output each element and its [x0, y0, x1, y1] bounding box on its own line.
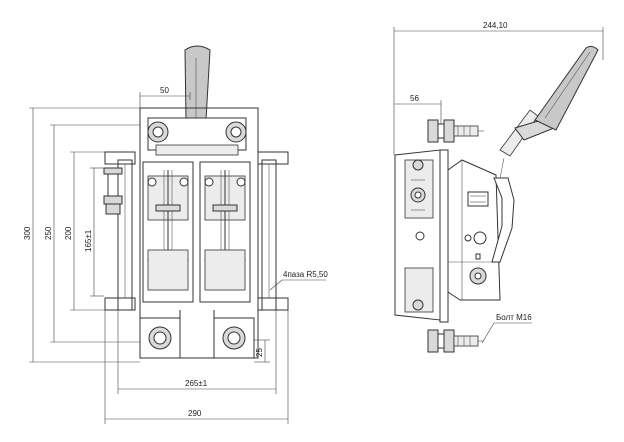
dim-label-265: 265±1: [185, 379, 208, 388]
dim-top-50: 50: [139, 86, 191, 108]
dim-label-290: 290: [188, 409, 202, 418]
side-top-bolt: [427, 119, 484, 143]
dim-width-290: 290: [104, 310, 289, 424]
dim-height-250: 250: [44, 124, 140, 343]
dim-height-200: 200: [64, 151, 105, 311]
front-left-bolt: [103, 167, 123, 215]
side-body: [394, 149, 449, 323]
front-base-plate: [139, 107, 259, 359]
dim-height-165: 165±1: [84, 167, 104, 297]
dim-label-25: 25: [255, 348, 264, 357]
front-pole-right: [199, 161, 251, 303]
dim-label-165: 165±1: [84, 229, 93, 252]
dim-label-300: 300: [23, 226, 32, 240]
note-bolt-text: Болт М16: [496, 313, 532, 322]
side-handle: [491, 45, 599, 263]
note-bolt: Болт М16: [481, 313, 532, 344]
side-mechanism: [447, 159, 501, 301]
front-view: 50 300 250 200 165±1: [23, 45, 328, 424]
side-view: 244,10 56: [393, 21, 604, 353]
dim-label-200: 200: [64, 226, 73, 240]
note-slots: 4паза R5,50: [269, 270, 328, 291]
dim-bottom-25: 25: [254, 339, 270, 363]
side-bottom-bolt: [427, 329, 484, 353]
dim-height-300: 300: [23, 107, 140, 363]
dim-label-56: 56: [410, 94, 419, 103]
front-bottom-terminals: [139, 310, 255, 359]
note-slots-text: 4паза R5,50: [283, 270, 328, 279]
dim-label-244: 244,10: [483, 21, 508, 30]
dim-label-250: 250: [44, 226, 53, 240]
front-pole-left: [142, 161, 194, 303]
front-top-bar: [147, 117, 247, 156]
front-side-rails: [104, 151, 289, 311]
dim-width-265: 265±1: [117, 310, 277, 394]
dim-label-50: 50: [160, 86, 169, 95]
dim-side-244: 244,10: [393, 21, 604, 155]
dim-side-56: 56: [394, 94, 442, 128]
